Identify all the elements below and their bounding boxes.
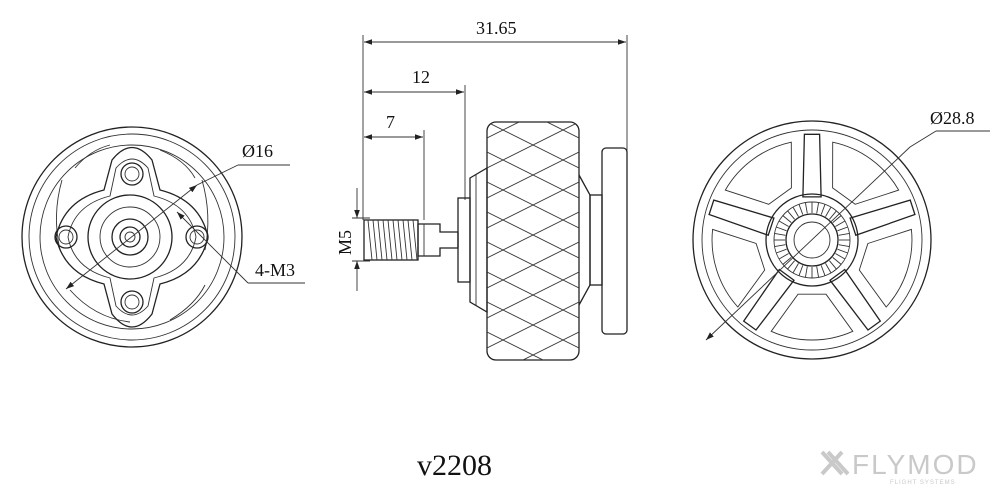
shaft-threads bbox=[367, 219, 418, 261]
spoke bbox=[849, 199, 916, 237]
hub-tooth bbox=[778, 220, 789, 227]
x-logo-icon bbox=[820, 450, 850, 476]
hub-tooth bbox=[829, 210, 837, 220]
hub-tooth bbox=[798, 204, 804, 215]
hub-tooth bbox=[782, 257, 792, 265]
hub-tooth bbox=[792, 206, 799, 217]
spoke bbox=[708, 199, 775, 237]
mount-pattern-label: Ø16 bbox=[242, 141, 273, 161]
bell-knurl-pattern bbox=[487, 122, 579, 360]
hub-tooth bbox=[774, 244, 786, 248]
spoke bbox=[802, 133, 822, 198]
hub-tooth bbox=[816, 202, 820, 214]
spoke-window bbox=[858, 228, 913, 308]
hub-tooth bbox=[804, 266, 808, 278]
brand-logo: FLYMOD FLIGHT SYSTEMS bbox=[820, 449, 979, 486]
thread-length-label: 7 bbox=[386, 112, 395, 132]
logo-tagline-text: FLIGHT SYSTEMS bbox=[890, 480, 956, 486]
hub-tooth bbox=[837, 248, 848, 254]
hub-tooth bbox=[787, 210, 795, 220]
hub-tooth bbox=[776, 248, 787, 254]
bottom-view: Ø16 4-M3 bbox=[21, 126, 305, 348]
logo-brand-text: FLYMOD bbox=[852, 449, 979, 480]
mount-holes-label: 4-M3 bbox=[255, 260, 295, 280]
bell-shaft-length-label: 12 bbox=[412, 67, 430, 87]
outer-diameter-label: Ø28.8 bbox=[930, 108, 975, 128]
hub-tooth bbox=[798, 265, 804, 276]
hub-tooth bbox=[774, 232, 786, 236]
hub-tooth bbox=[820, 265, 826, 276]
hub-tooth bbox=[778, 253, 789, 260]
hub-tooth bbox=[820, 204, 826, 215]
hub-tooth bbox=[792, 263, 799, 274]
hub-tooth bbox=[804, 202, 808, 214]
hub-tooth bbox=[838, 244, 850, 248]
hub-tooth bbox=[825, 263, 832, 274]
hub-tooth bbox=[787, 260, 795, 270]
hub-tooth bbox=[832, 257, 842, 265]
bell-spokes bbox=[708, 133, 916, 341]
hub-tooth bbox=[782, 215, 792, 223]
spoke bbox=[742, 268, 795, 331]
hub-teeth bbox=[774, 202, 850, 278]
hub-tooth bbox=[829, 260, 837, 270]
hub-tooth bbox=[835, 220, 846, 227]
total-length-label: 31.65 bbox=[476, 18, 517, 38]
hub-tooth bbox=[776, 226, 787, 232]
spoke-window bbox=[724, 141, 792, 205]
model-name: v2208 bbox=[417, 449, 492, 482]
spoke bbox=[829, 268, 882, 331]
hub-tooth bbox=[832, 215, 842, 223]
hub-tooth bbox=[816, 266, 820, 278]
hub-tooth bbox=[837, 226, 848, 232]
hub-tooth bbox=[825, 206, 832, 217]
spoke-window bbox=[832, 141, 900, 205]
spoke-window bbox=[770, 293, 854, 341]
hub-tooth bbox=[835, 253, 846, 260]
hub-tooth bbox=[838, 232, 850, 236]
top-view: Ø28.8 bbox=[692, 108, 990, 360]
side-view: 31.65 12 7 M5 bbox=[335, 18, 628, 361]
spoke-window bbox=[711, 228, 766, 308]
thread-size-label: M5 bbox=[335, 230, 355, 255]
